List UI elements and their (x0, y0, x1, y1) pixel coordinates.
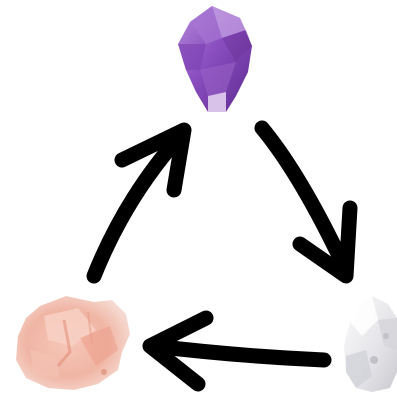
amethyst-crystal-icon (178, 6, 252, 112)
clear-quartz-icon (344, 296, 397, 392)
arrow-icon (94, 130, 184, 276)
arrow-icon (262, 128, 350, 276)
arrow-icon (150, 318, 324, 384)
rose-quartz-icon (16, 296, 130, 390)
